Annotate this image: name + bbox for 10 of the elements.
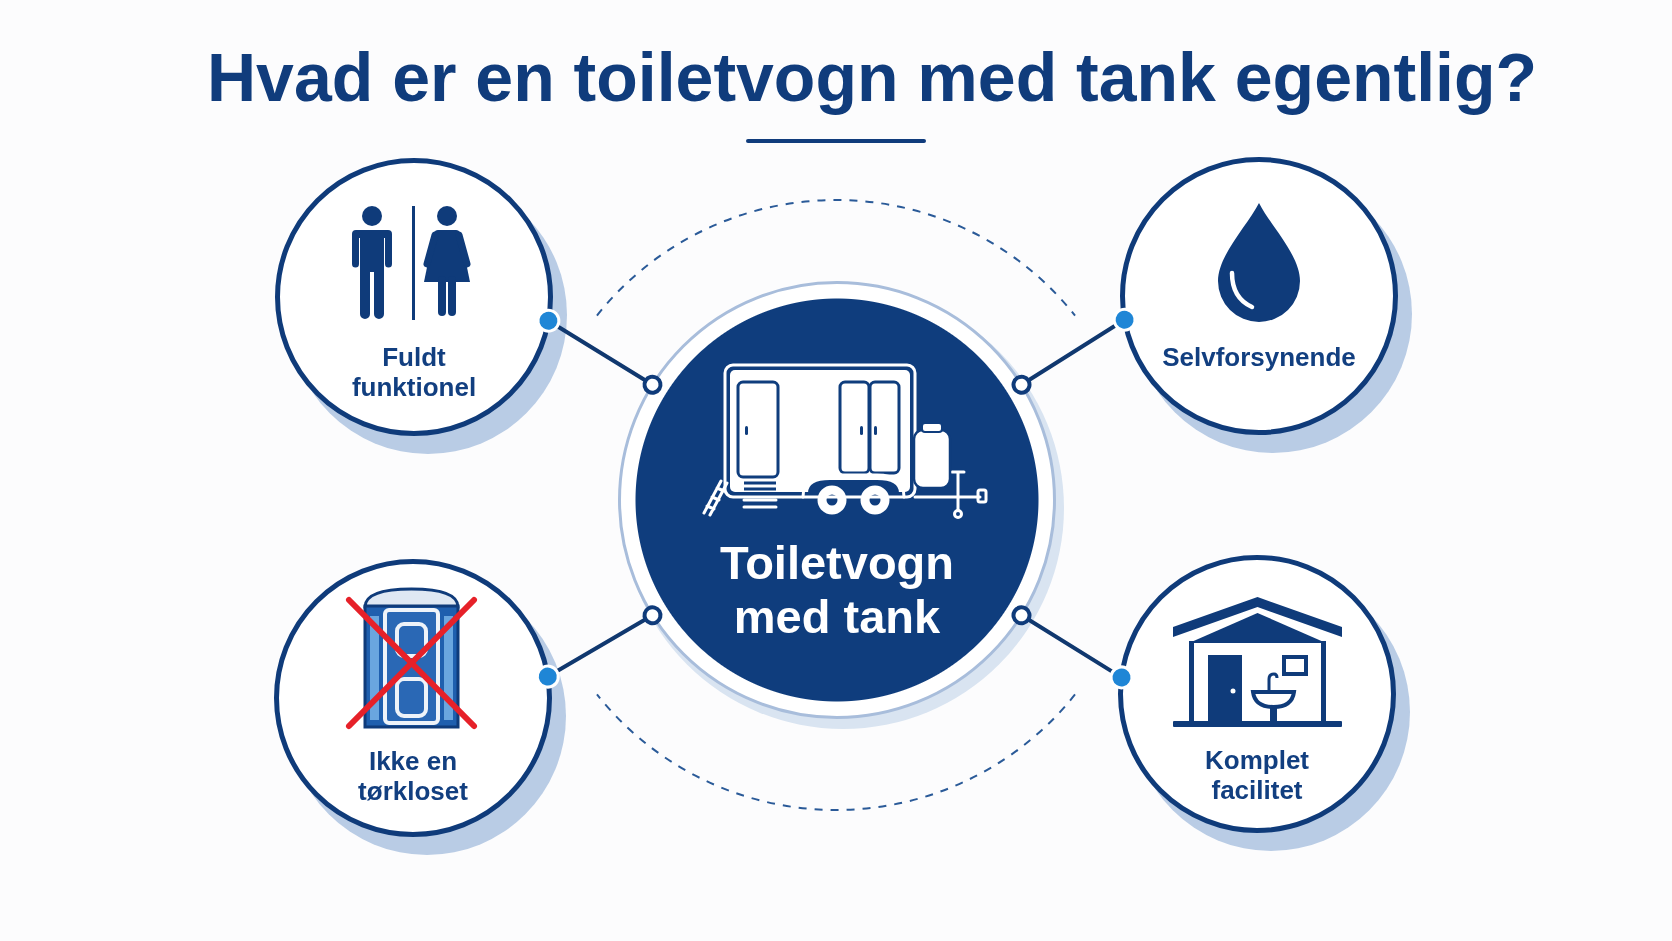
connector-line: [1011, 605, 1134, 690]
hub-label: Toiletvogn med tank: [718, 536, 956, 644]
connector-line: [1011, 307, 1137, 395]
feature-label: Fuldt funktionel: [350, 342, 478, 402]
title: Hvad er en toiletvogn med tank egentlig?: [206, 38, 1538, 117]
connector-line: [536, 308, 663, 395]
connector-line: [535, 605, 663, 689]
feature-label: Selvforsynende: [1161, 342, 1357, 372]
feature-label: Komplet facilitet: [1204, 745, 1310, 805]
feature-label: Ikke en tørkloset: [357, 746, 469, 806]
